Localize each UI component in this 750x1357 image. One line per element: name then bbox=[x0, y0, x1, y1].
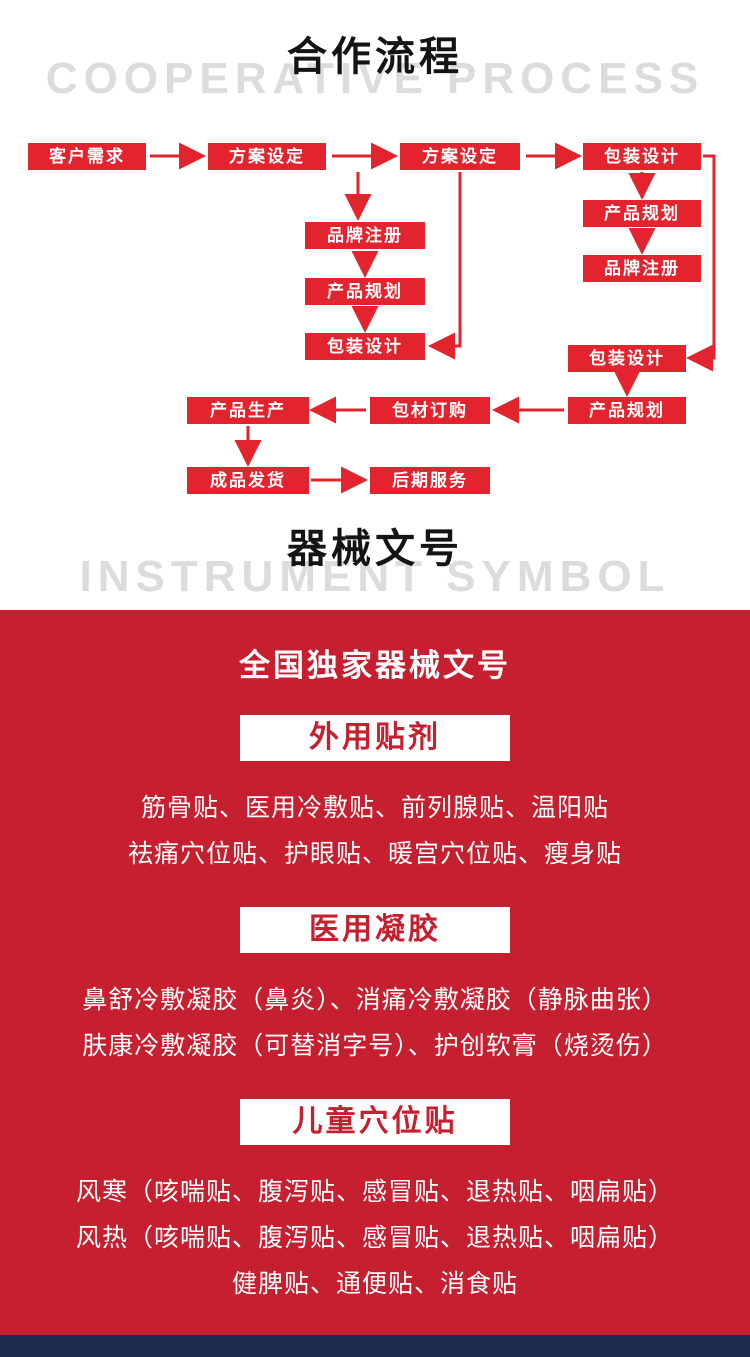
flow-node-package-design-2: 包装设计 bbox=[305, 333, 425, 360]
flow-node-production: 产品生产 bbox=[187, 397, 309, 424]
group-label-children-patch: 儿童穴位贴 bbox=[240, 1099, 510, 1145]
flow-node-package-design-3: 包装设计 bbox=[568, 345, 686, 372]
license-line: 筋骨贴、医用冷敷贴、前列腺贴、温阳贴 bbox=[140, 794, 609, 822]
flow-node-plan-setting-2: 方案设定 bbox=[400, 143, 520, 170]
license-line: 鼻舒冷敷凝胶（鼻炎）、消痛冷敷凝胶（静脉曲张） bbox=[82, 986, 668, 1014]
group-label-external-patch: 外用贴剂 bbox=[240, 715, 510, 761]
flow-node-product-planning-3: 产品规划 bbox=[568, 397, 686, 424]
license-line: 风热（咳喘贴、腹泻贴、感冒贴、退热贴、咽扁贴） bbox=[75, 1224, 674, 1252]
flow-node-after-service: 后期服务 bbox=[370, 467, 490, 494]
cooperation-title: 合作流程 bbox=[287, 35, 463, 79]
flow-node-product-planning-1: 产品规划 bbox=[305, 278, 425, 305]
license-line: 肤康冷敷凝胶（可替消字号）、护创软膏（烧烫伤） bbox=[82, 1032, 668, 1060]
instrument-title: 器械文号 bbox=[287, 527, 463, 571]
license-section: 全国独家器械文号 外用贴剂 筋骨贴、医用冷敷贴、前列腺贴、温阳贴 祛痛穴位贴、护… bbox=[0, 610, 750, 1335]
flow-node-customer-demand: 客户需求 bbox=[28, 143, 146, 170]
license-group-children-patch: 儿童穴位贴 风寒（咳喘贴、腹泻贴、感冒贴、退热贴、咽扁贴） 风热（咳喘贴、腹泻贴… bbox=[0, 1099, 750, 1307]
flow-node-material-order: 包材订购 bbox=[370, 397, 490, 424]
flow-node-brand-registration-2: 品牌注册 bbox=[583, 255, 701, 282]
instrument-symbol-header: INSTRUMENT SYMBOL 器械文号 bbox=[0, 510, 750, 610]
instrument-watermark: INSTRUMENT SYMBOL bbox=[79, 552, 671, 601]
license-line: 风寒（咳喘贴、腹泻贴、感冒贴、退热贴、咽扁贴） bbox=[75, 1178, 674, 1206]
cooperation-process-header: COOPERATIVE PROCESS 合作流程 bbox=[0, 0, 750, 125]
license-line: 祛痛穴位贴、护眼贴、暖宫穴位贴、瘦身贴 bbox=[127, 840, 622, 868]
license-group-external-patch: 外用贴剂 筋骨贴、医用冷敷贴、前列腺贴、温阳贴 祛痛穴位贴、护眼贴、暖宫穴位贴、… bbox=[0, 715, 750, 877]
flow-node-brand-registration-1: 品牌注册 bbox=[305, 222, 425, 249]
flow-node-shipping: 成品发货 bbox=[187, 467, 309, 494]
cooperation-flowchart: 客户需求 方案设定 方案设定 包装设计 品牌注册 产品规划 包装设计 产品规划 … bbox=[0, 125, 750, 510]
license-heading: 全国独家器械文号 bbox=[239, 648, 511, 683]
license-line: 健脾贴、通便贴、消食贴 bbox=[231, 1270, 518, 1298]
flow-node-plan-setting-1: 方案设定 bbox=[208, 143, 326, 170]
cooperation-watermark: COOPERATIVE PROCESS bbox=[45, 54, 705, 103]
flow-arrows bbox=[150, 142, 716, 494]
footer-bar bbox=[0, 1335, 750, 1357]
flow-node-package-design-1: 包装设计 bbox=[583, 143, 701, 170]
group-label-medical-gel: 医用凝胶 bbox=[240, 907, 510, 953]
flow-node-product-planning-2: 产品规划 bbox=[583, 200, 701, 227]
license-group-medical-gel: 医用凝胶 鼻舒冷敷凝胶（鼻炎）、消痛冷敷凝胶（静脉曲张） 肤康冷敷凝胶（可替消字… bbox=[0, 907, 750, 1069]
